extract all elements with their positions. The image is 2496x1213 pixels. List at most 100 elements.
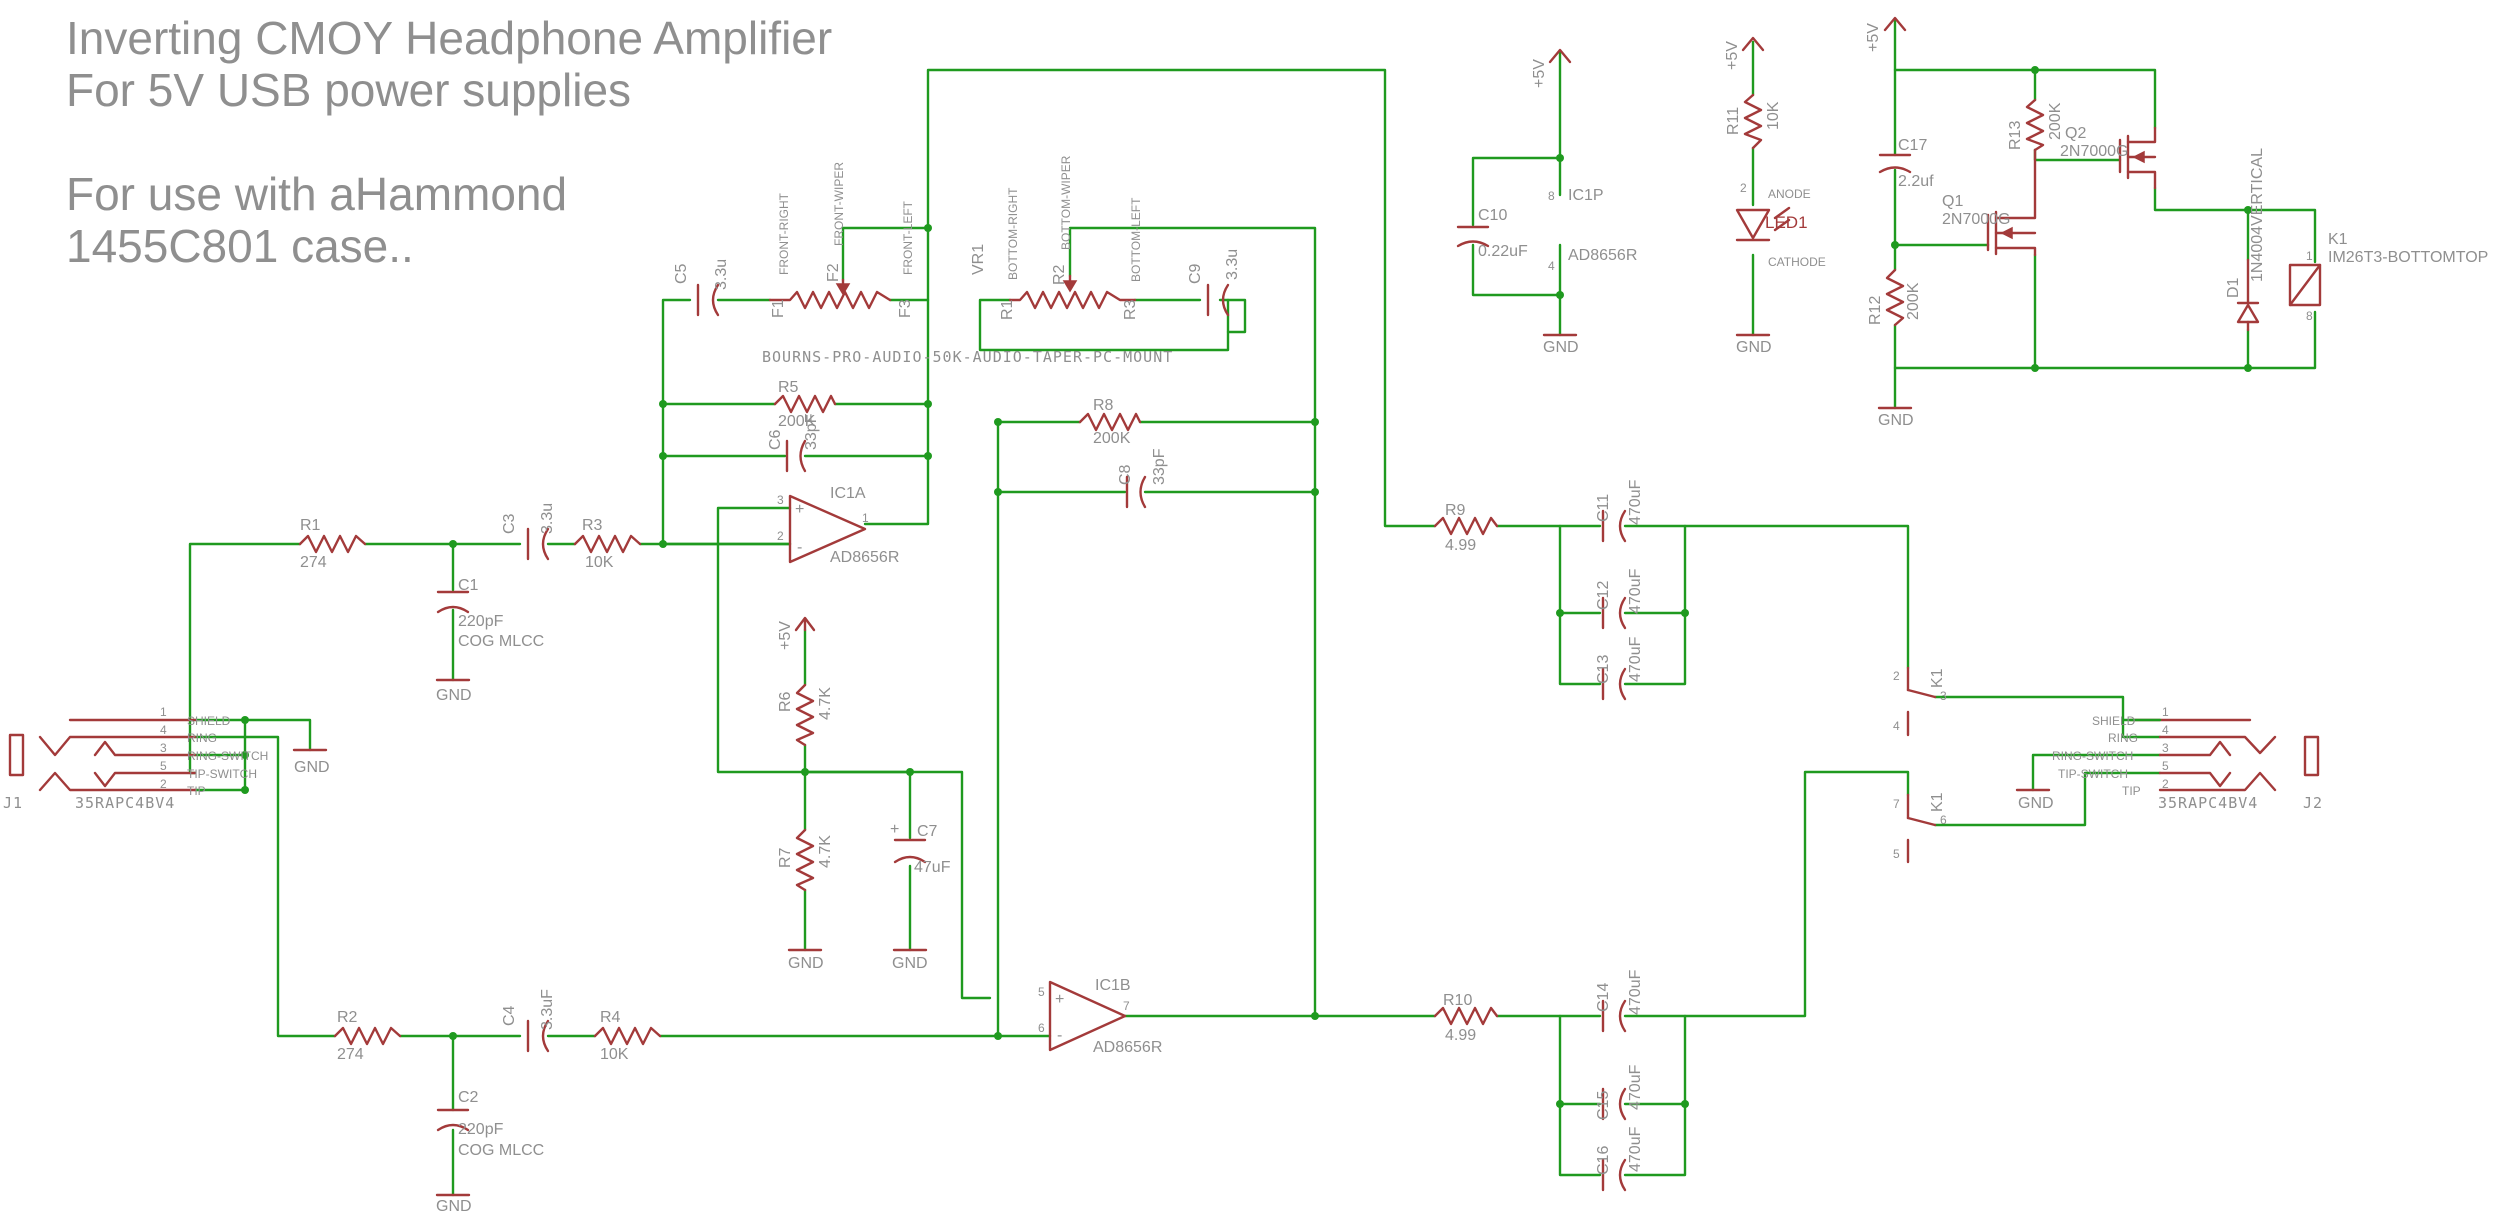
label-k1: K1 <box>2328 231 2348 248</box>
wire-feedback-right-vertical <box>996 420 1082 1038</box>
opamp-ic1a: + - 3 2 1 IC1A AD8656R <box>777 485 899 566</box>
k1-pin5: 5 <box>1893 847 1900 861</box>
k1-pin7: 7 <box>1893 797 1900 811</box>
capacitor-c8-curve <box>1139 475 1147 509</box>
label-r13: R13 <box>2007 121 2024 150</box>
junction <box>1311 488 1319 496</box>
wire-front-wiper <box>841 226 930 282</box>
j2-tip-label: TIP <box>2122 784 2141 798</box>
wire-c9-right <box>1226 298 1247 334</box>
wire-left-out-to-relay <box>1683 524 1910 670</box>
wire-rd-coil-top <box>2246 208 2317 264</box>
label-c7: C7 <box>917 823 938 840</box>
capacitor-c12-curve <box>1618 596 1627 630</box>
j2-tip-switch-label: TIP-SWITCH <box>2058 767 2128 781</box>
label-c4: C4 <box>501 1005 518 1026</box>
junction <box>1681 1100 1689 1108</box>
k1-top-label: K1 <box>1929 668 1946 688</box>
pot-bottom-right: BOTTOM-RIGHT <box>1006 187 1020 280</box>
ic1b-pin7: 7 <box>1123 999 1130 1013</box>
k1-pin6: 6 <box>1940 813 1947 827</box>
j1-tip-contact <box>38 771 197 792</box>
part-ic1a: AD8656R <box>830 549 899 566</box>
value-r11: 10K <box>1765 101 1782 130</box>
capacitor-c15: C15 470uF <box>1595 1064 1644 1121</box>
ic1b-pin6: 6 <box>1038 1021 1045 1035</box>
wire-c10-bottom <box>1471 243 1562 337</box>
diode-d1: D1 1N4004VERTICAL <box>2225 148 2266 332</box>
ic1p-pin8: 8 <box>1548 189 1555 203</box>
wire-right-out-to-relay <box>1683 770 1910 1018</box>
led1-ray1 <box>1773 206 1791 220</box>
junctions <box>241 66 2252 1108</box>
pot-front-right: FRONT-RIGHT <box>777 192 791 275</box>
capacitors: C1 220pF COG MLCC C2 220pF COG MLCC C3 3… <box>436 137 1934 1192</box>
capacitor-c14-curve <box>1618 999 1627 1033</box>
value-c14: 470uF <box>1627 969 1644 1015</box>
capacitor-c15-curve <box>1618 1087 1627 1121</box>
label-c5: C5 <box>673 263 690 284</box>
wire-j1-shield-gnd <box>193 718 312 752</box>
capacitor-c11: C11 470uF <box>1595 479 1644 543</box>
capacitor-c16: C16 470uF <box>1595 1126 1644 1192</box>
relay-k1-coil: 1 8 K1 IM26T3-BOTTOMTOP <box>2288 231 2488 323</box>
j1-tip-switch-label: TIP-SWITCH <box>187 767 257 781</box>
wire-bottom-left <box>1068 226 1317 1018</box>
junction <box>241 751 249 759</box>
wire-ic1a-plus-bias <box>716 506 992 1000</box>
capacitor-c1-curve <box>436 605 470 614</box>
resistor-r11 <box>1743 93 1763 150</box>
pot-bottom-left: BOTTOM-LEFT <box>1129 197 1143 282</box>
pot-bottom-wiper-label: BOTTOM-WIPER <box>1059 155 1073 250</box>
material-c2: COG MLCC <box>458 1142 544 1159</box>
label-c17: C17 <box>1898 137 1927 154</box>
value-k1: IM26T3-BOTTOMTOP <box>2328 249 2488 266</box>
gnd-j1-label: GND <box>294 759 330 776</box>
wire-pot-r1-loop <box>978 298 1230 352</box>
resistors: R1 274 R3 10K R2 274 R4 10K R5 200K R8 2… <box>298 93 2064 1063</box>
j2-body <box>2303 735 2320 777</box>
j1-ring-switch-label: RING-SWITCH <box>187 749 268 763</box>
j2-part: 35RAPC4BV4 <box>2158 794 2258 812</box>
label-r10: R10 <box>1443 992 1472 1009</box>
j2-pin5: 5 <box>2162 759 2169 773</box>
wires <box>188 18 2317 1197</box>
resistor-r9 <box>1433 516 1499 536</box>
label-r4: R4 <box>600 1009 621 1026</box>
value-c10: 0.22uF <box>1478 243 1528 260</box>
j2-tip-contact <box>2158 771 2277 792</box>
k1-contact-bot-arm <box>1906 816 1937 827</box>
gnd-relay-label: GND <box>1878 412 1914 429</box>
opamp-ic1b-body <box>1048 980 1127 1052</box>
j1-tip-label: TIP <box>187 784 206 798</box>
vcc-relay-arrow <box>1883 16 1907 32</box>
label-c8: C8 <box>1117 464 1134 485</box>
junction <box>1311 418 1319 426</box>
vcc-bias-label: +5V <box>777 621 794 650</box>
value-r13: 200K <box>2047 102 2064 140</box>
junction <box>1556 609 1564 617</box>
junction <box>2244 364 2252 372</box>
j1-pin1: 1 <box>160 705 167 719</box>
wire-k1-3-to-j2 <box>1933 695 2162 739</box>
pot-pin-r1: R1 <box>999 299 1016 320</box>
label-c9: C9 <box>1187 263 1204 284</box>
label-r11: R11 <box>1725 107 1742 135</box>
j2-ring-label: RING <box>2108 731 2138 745</box>
label-c3: C3 <box>501 513 518 534</box>
ic1a-pin3: 3 <box>777 493 784 507</box>
pot-front-left: FRONT-LEFT <box>901 200 915 275</box>
label-ic1b: IC1B <box>1095 977 1131 994</box>
wire-ic1a-out <box>863 68 1437 528</box>
junction <box>449 1032 457 1040</box>
pot-front-element <box>768 290 892 310</box>
resistor-r8 <box>1078 412 1142 432</box>
value-r10: 4.99 <box>1445 1027 1476 1044</box>
ic1b-plus: + <box>1055 991 1064 1008</box>
opamp-ic1p: 8 4 IC1P AD8656R <box>1548 187 1637 273</box>
junction <box>1681 609 1689 617</box>
j2-shield-label: SHIELD <box>2092 714 2136 728</box>
value-c11: 470uF <box>1627 479 1644 525</box>
capacitor-c17-curve <box>1878 166 1912 174</box>
gnd-led-label: GND <box>1736 339 1772 356</box>
